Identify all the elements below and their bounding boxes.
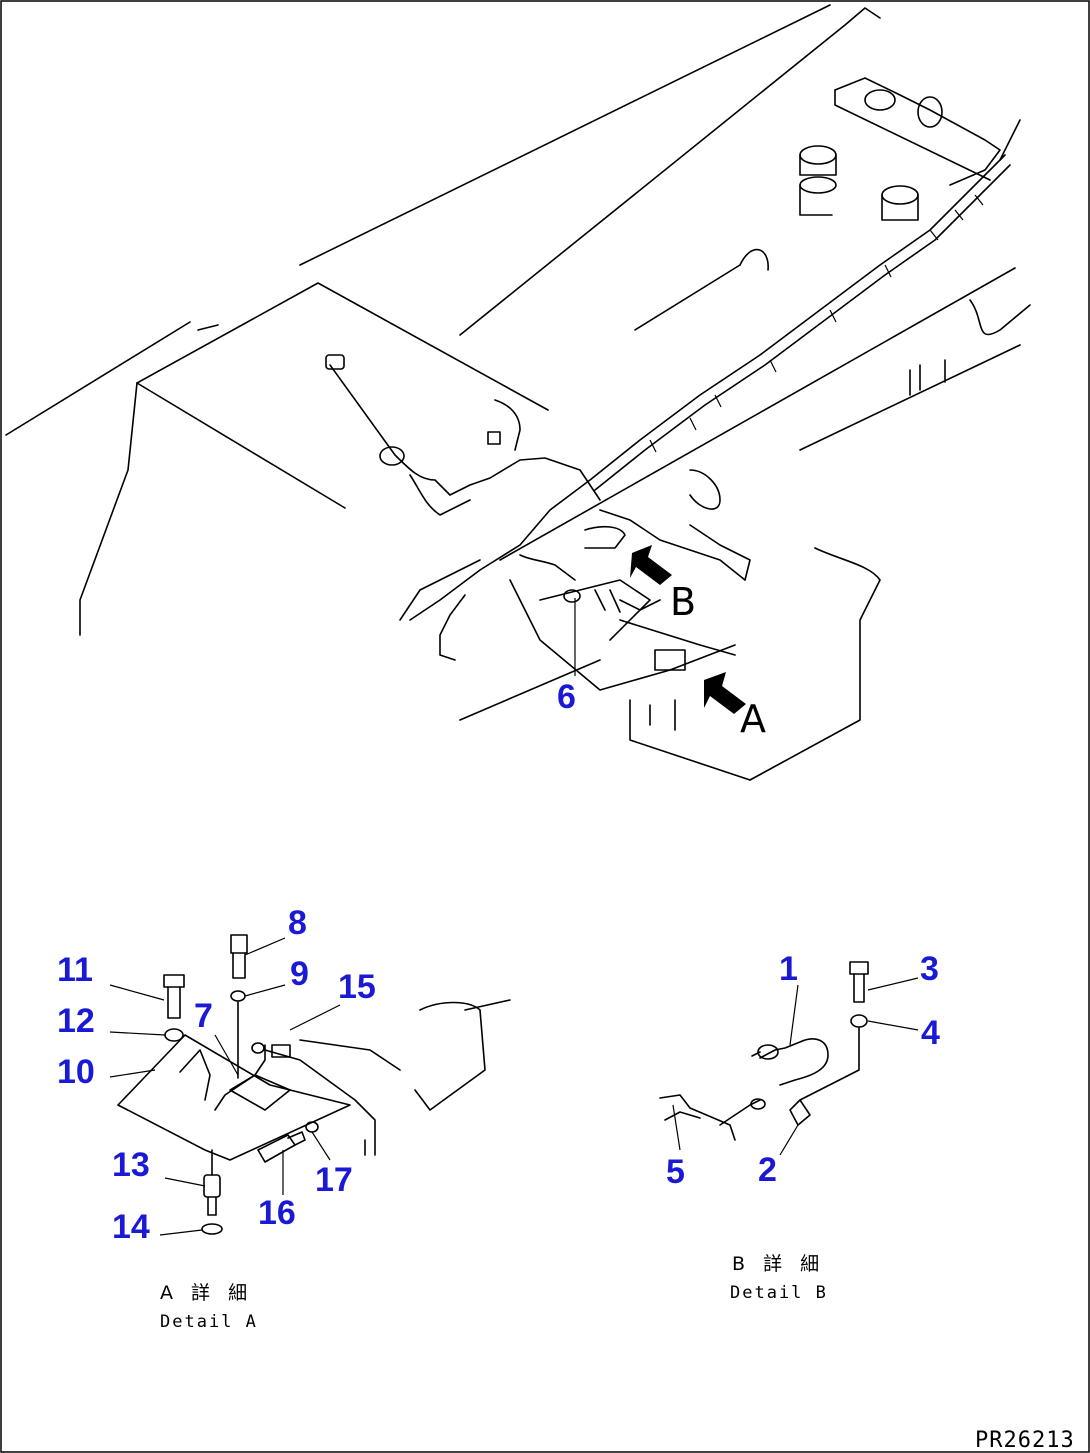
callout-11: 11 — [57, 951, 93, 989]
detail-b-drawing — [659, 961, 919, 1156]
detail-a-caption-jp: A 詳 細 — [160, 1282, 253, 1304]
view-arrow-a: A — [704, 672, 766, 741]
drawing-code: PR26213 — [975, 1428, 1075, 1453]
callout-7: 7 — [194, 997, 213, 1035]
callout-4: 4 — [921, 1014, 940, 1052]
callout-9: 9 — [290, 955, 309, 993]
detail-b-caption-en: Detail B — [730, 1283, 828, 1303]
view-arrow-b-label: B — [670, 580, 696, 624]
callout-15: 15 — [338, 968, 376, 1006]
view-arrow-a-label: A — [740, 697, 766, 741]
callout-8: 8 — [288, 904, 307, 942]
machine-outline — [5, 4, 1031, 781]
wiring-harness — [325, 154, 1011, 691]
callout-1: 1 — [779, 950, 798, 988]
view-arrow-b: B — [630, 545, 696, 624]
callout-6: 6 — [557, 678, 576, 716]
callout-5: 5 — [666, 1153, 685, 1191]
callout-16: 16 — [258, 1194, 296, 1232]
callout-3: 3 — [920, 950, 939, 988]
detail-b-caption-jp: B 詳 細 — [732, 1253, 825, 1275]
callout-2: 2 — [758, 1151, 777, 1189]
detail-a-caption-en: Detail A — [160, 1312, 258, 1332]
callout-13: 13 — [112, 1146, 150, 1184]
callout-10: 10 — [57, 1053, 95, 1091]
callout-12: 12 — [57, 1002, 95, 1040]
detail-a-drawing — [109, 934, 511, 1236]
callout-17: 17 — [315, 1161, 353, 1199]
callout-14: 14 — [112, 1208, 150, 1246]
